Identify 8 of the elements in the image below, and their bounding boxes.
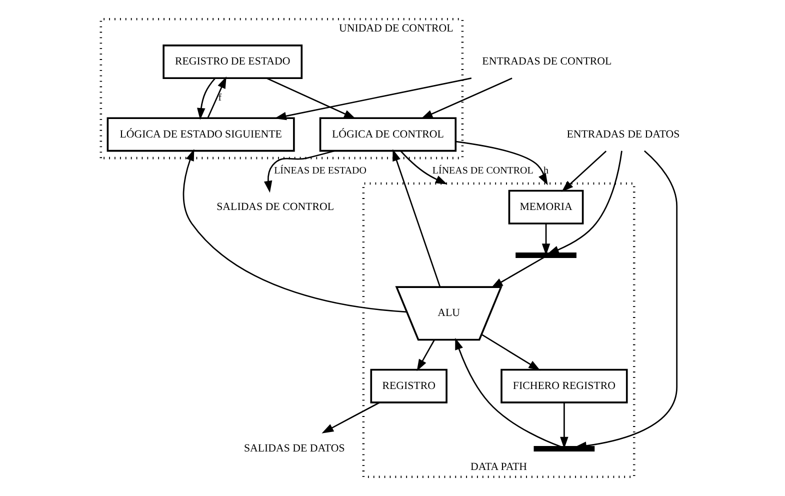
edge-label: LÍNEAS DE CONTROL bbox=[432, 165, 534, 176]
node-text: ENTRADAS DE DATOS bbox=[566, 128, 680, 140]
edge-label: h bbox=[544, 165, 549, 176]
node-text: SALIDAS DE DATOS bbox=[244, 442, 345, 455]
node-text: ENTRADAS DE CONTROL bbox=[482, 56, 612, 68]
edge-label: f bbox=[218, 92, 222, 104]
node-text: SALIDAS DE CONTROL bbox=[216, 200, 334, 213]
edge-label: LÍNEAS DE ESTADO bbox=[274, 165, 366, 176]
